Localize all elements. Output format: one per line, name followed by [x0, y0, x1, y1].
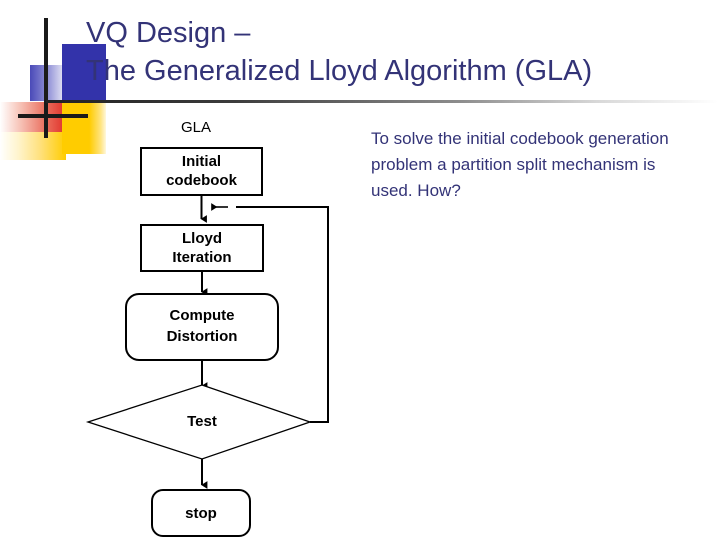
node-lloyd-iteration-line2: Iteration	[172, 249, 231, 266]
title-divider	[46, 100, 718, 103]
decorative-logo	[0, 18, 120, 160]
edge-feedback-loop	[236, 206, 329, 423]
logo-yellow-square	[62, 102, 106, 154]
slide-title: VQ Design – The Generalized Lloyd Algori…	[86, 17, 593, 87]
node-initial-codebook-line1: Initial	[182, 153, 221, 170]
node-compute-distortion-line2: Distortion	[167, 328, 238, 345]
node-lloyd-iteration-line1: Lloyd	[182, 230, 222, 247]
node-stop-label: stop	[185, 505, 217, 522]
gla-flowchart: GLA Initial codebook Lloyd Iteration Com…	[60, 108, 360, 540]
node-initial-codebook	[140, 147, 263, 196]
node-initial-codebook-line2: codebook	[166, 172, 237, 189]
node-compute-distortion-line1: Compute	[170, 307, 235, 324]
flowchart-caption: GLA	[181, 119, 211, 136]
logo-vertical-bar	[44, 18, 48, 138]
logo-blue-square	[62, 44, 106, 102]
slide-body-text: To solve the initial codebook generation…	[371, 129, 669, 200]
node-test-label: Test	[187, 413, 217, 430]
logo-yellow-gradient-square	[0, 132, 66, 160]
logo-horizontal-bar	[18, 114, 88, 118]
node-stop	[151, 489, 251, 537]
